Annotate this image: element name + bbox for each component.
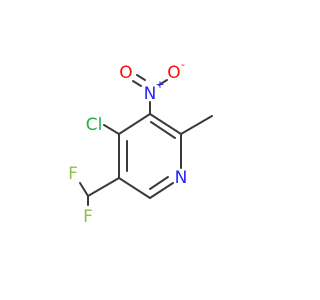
bond-nitro-n-o-double-second	[136, 74, 146, 81]
bond-c3-c2-double	[150, 121, 176, 139]
molecule-structure-diagram: Cl N + O O - N F F	[68, 58, 213, 227]
charge-nitro-nitrogen-plus: +	[155, 78, 164, 91]
bond-chf2-f-top	[79, 182, 89, 197]
bond-nitro-n-o-double	[132, 80, 142, 87]
charge-nitro-oxygen-minus: -	[181, 58, 185, 71]
bond-c4-cl	[103, 124, 120, 135]
bond-n1-c6	[149, 182, 174, 199]
atom-nitro-oxygen-double: O	[119, 63, 132, 83]
atom-labels: Cl N + O O - N F F	[68, 58, 187, 227]
bond-c3-c2	[149, 113, 182, 135]
atom-ring-nitrogen: N	[175, 168, 188, 188]
bond-c4-c3	[118, 113, 151, 135]
bond-nitro-n-o-single	[158, 79, 168, 86]
molecule-structure-canvas: Cl N + O O - N F F	[68, 58, 213, 227]
bond-c6-c5	[118, 177, 151, 199]
atom-nitro-oxygen-single: O	[167, 63, 180, 83]
atom-fluorine-bottom: F	[83, 207, 93, 227]
atom-chlorine: Cl	[86, 115, 103, 135]
atom-nitro-nitrogen: N	[144, 84, 157, 104]
bond-n1-c6-double	[149, 176, 169, 190]
bond-c2-methyl	[180, 115, 213, 135]
atom-fluorine-top: F	[68, 164, 78, 184]
bond-c5-chf2	[87, 177, 120, 197]
bonds	[79, 74, 213, 206]
